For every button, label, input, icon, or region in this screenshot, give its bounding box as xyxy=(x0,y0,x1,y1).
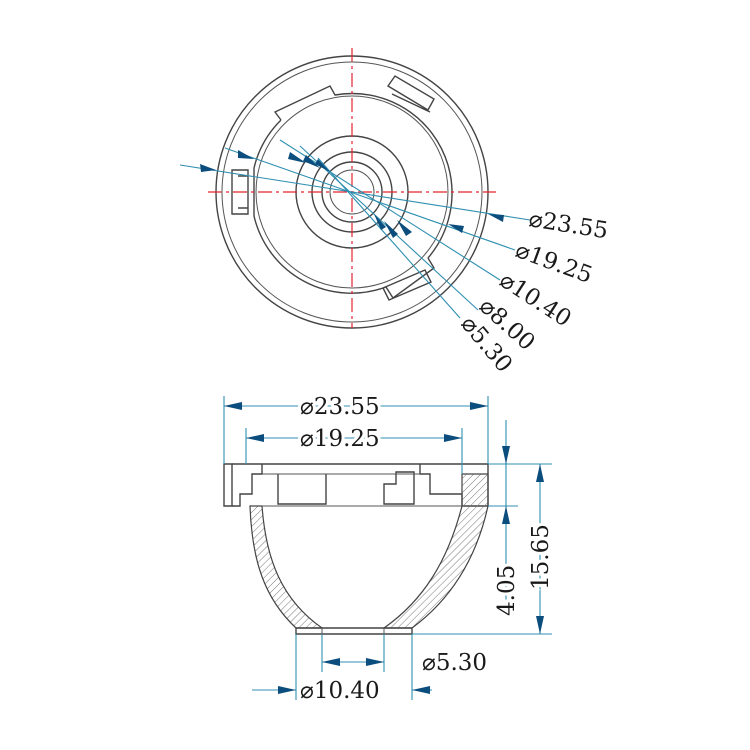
arrowhead xyxy=(278,686,296,694)
cone-wall-right xyxy=(382,473,489,629)
side-view: ⌀23.55 ⌀19.25 ⌀5.30 ⌀10.40 15.65 4.05 xyxy=(223,391,557,707)
arrowhead xyxy=(536,464,544,482)
arrowhead xyxy=(200,164,216,172)
top-notch-right xyxy=(383,471,415,505)
label-bottom-outer: ⌀10.40 xyxy=(300,678,380,704)
inner-ring-circle xyxy=(255,95,449,289)
dim-leader-23-55 xyxy=(179,164,531,221)
label-outer-dia: ⌀23.55 xyxy=(300,394,380,420)
label-bottom-inner: ⌀5.30 xyxy=(422,650,487,676)
arrowhead xyxy=(488,214,504,222)
arrowhead xyxy=(366,658,384,666)
arrowhead xyxy=(246,434,264,442)
callout-23-55: ⌀23.55 xyxy=(527,206,610,244)
arrowhead xyxy=(412,686,430,694)
arrowhead xyxy=(397,220,412,236)
top-tab xyxy=(386,75,435,113)
inner-ring-lower xyxy=(253,164,453,300)
arrowhead xyxy=(374,214,386,230)
arrowhead xyxy=(384,221,398,238)
flange-outline xyxy=(223,463,233,507)
dim-leader-5-30 xyxy=(317,157,461,319)
lens-core-circle xyxy=(329,169,375,215)
bottom-plate xyxy=(295,627,413,635)
arrowhead xyxy=(502,446,510,464)
arrowhead xyxy=(238,150,254,159)
bottom-tab xyxy=(382,269,432,301)
arrowhead xyxy=(470,402,488,410)
arrowhead xyxy=(322,658,340,666)
top-notch-left xyxy=(277,474,327,505)
top-view: ⌀23.55 ⌀19.25 ⌀10.40 ⌀8.00 ⌀5.30 xyxy=(179,48,610,378)
dim-leader-19-25 xyxy=(224,147,516,251)
arrowhead xyxy=(224,402,242,410)
arrowhead xyxy=(448,224,464,233)
cone-wall-left xyxy=(249,505,324,629)
label-height-flange: 4.05 xyxy=(494,565,520,616)
arrowhead xyxy=(444,434,462,442)
left-tab xyxy=(231,169,249,215)
arrowhead xyxy=(288,152,306,163)
arrowhead xyxy=(502,506,510,524)
housing-left-wall xyxy=(232,464,263,507)
housing-top xyxy=(232,463,489,507)
arrowhead xyxy=(536,616,544,634)
arrowhead xyxy=(315,159,330,172)
label-height-total: 15.65 xyxy=(528,524,554,590)
arrowhead xyxy=(303,155,320,168)
inner-ring xyxy=(253,85,449,169)
label-inner-dia: ⌀19.25 xyxy=(300,426,380,452)
